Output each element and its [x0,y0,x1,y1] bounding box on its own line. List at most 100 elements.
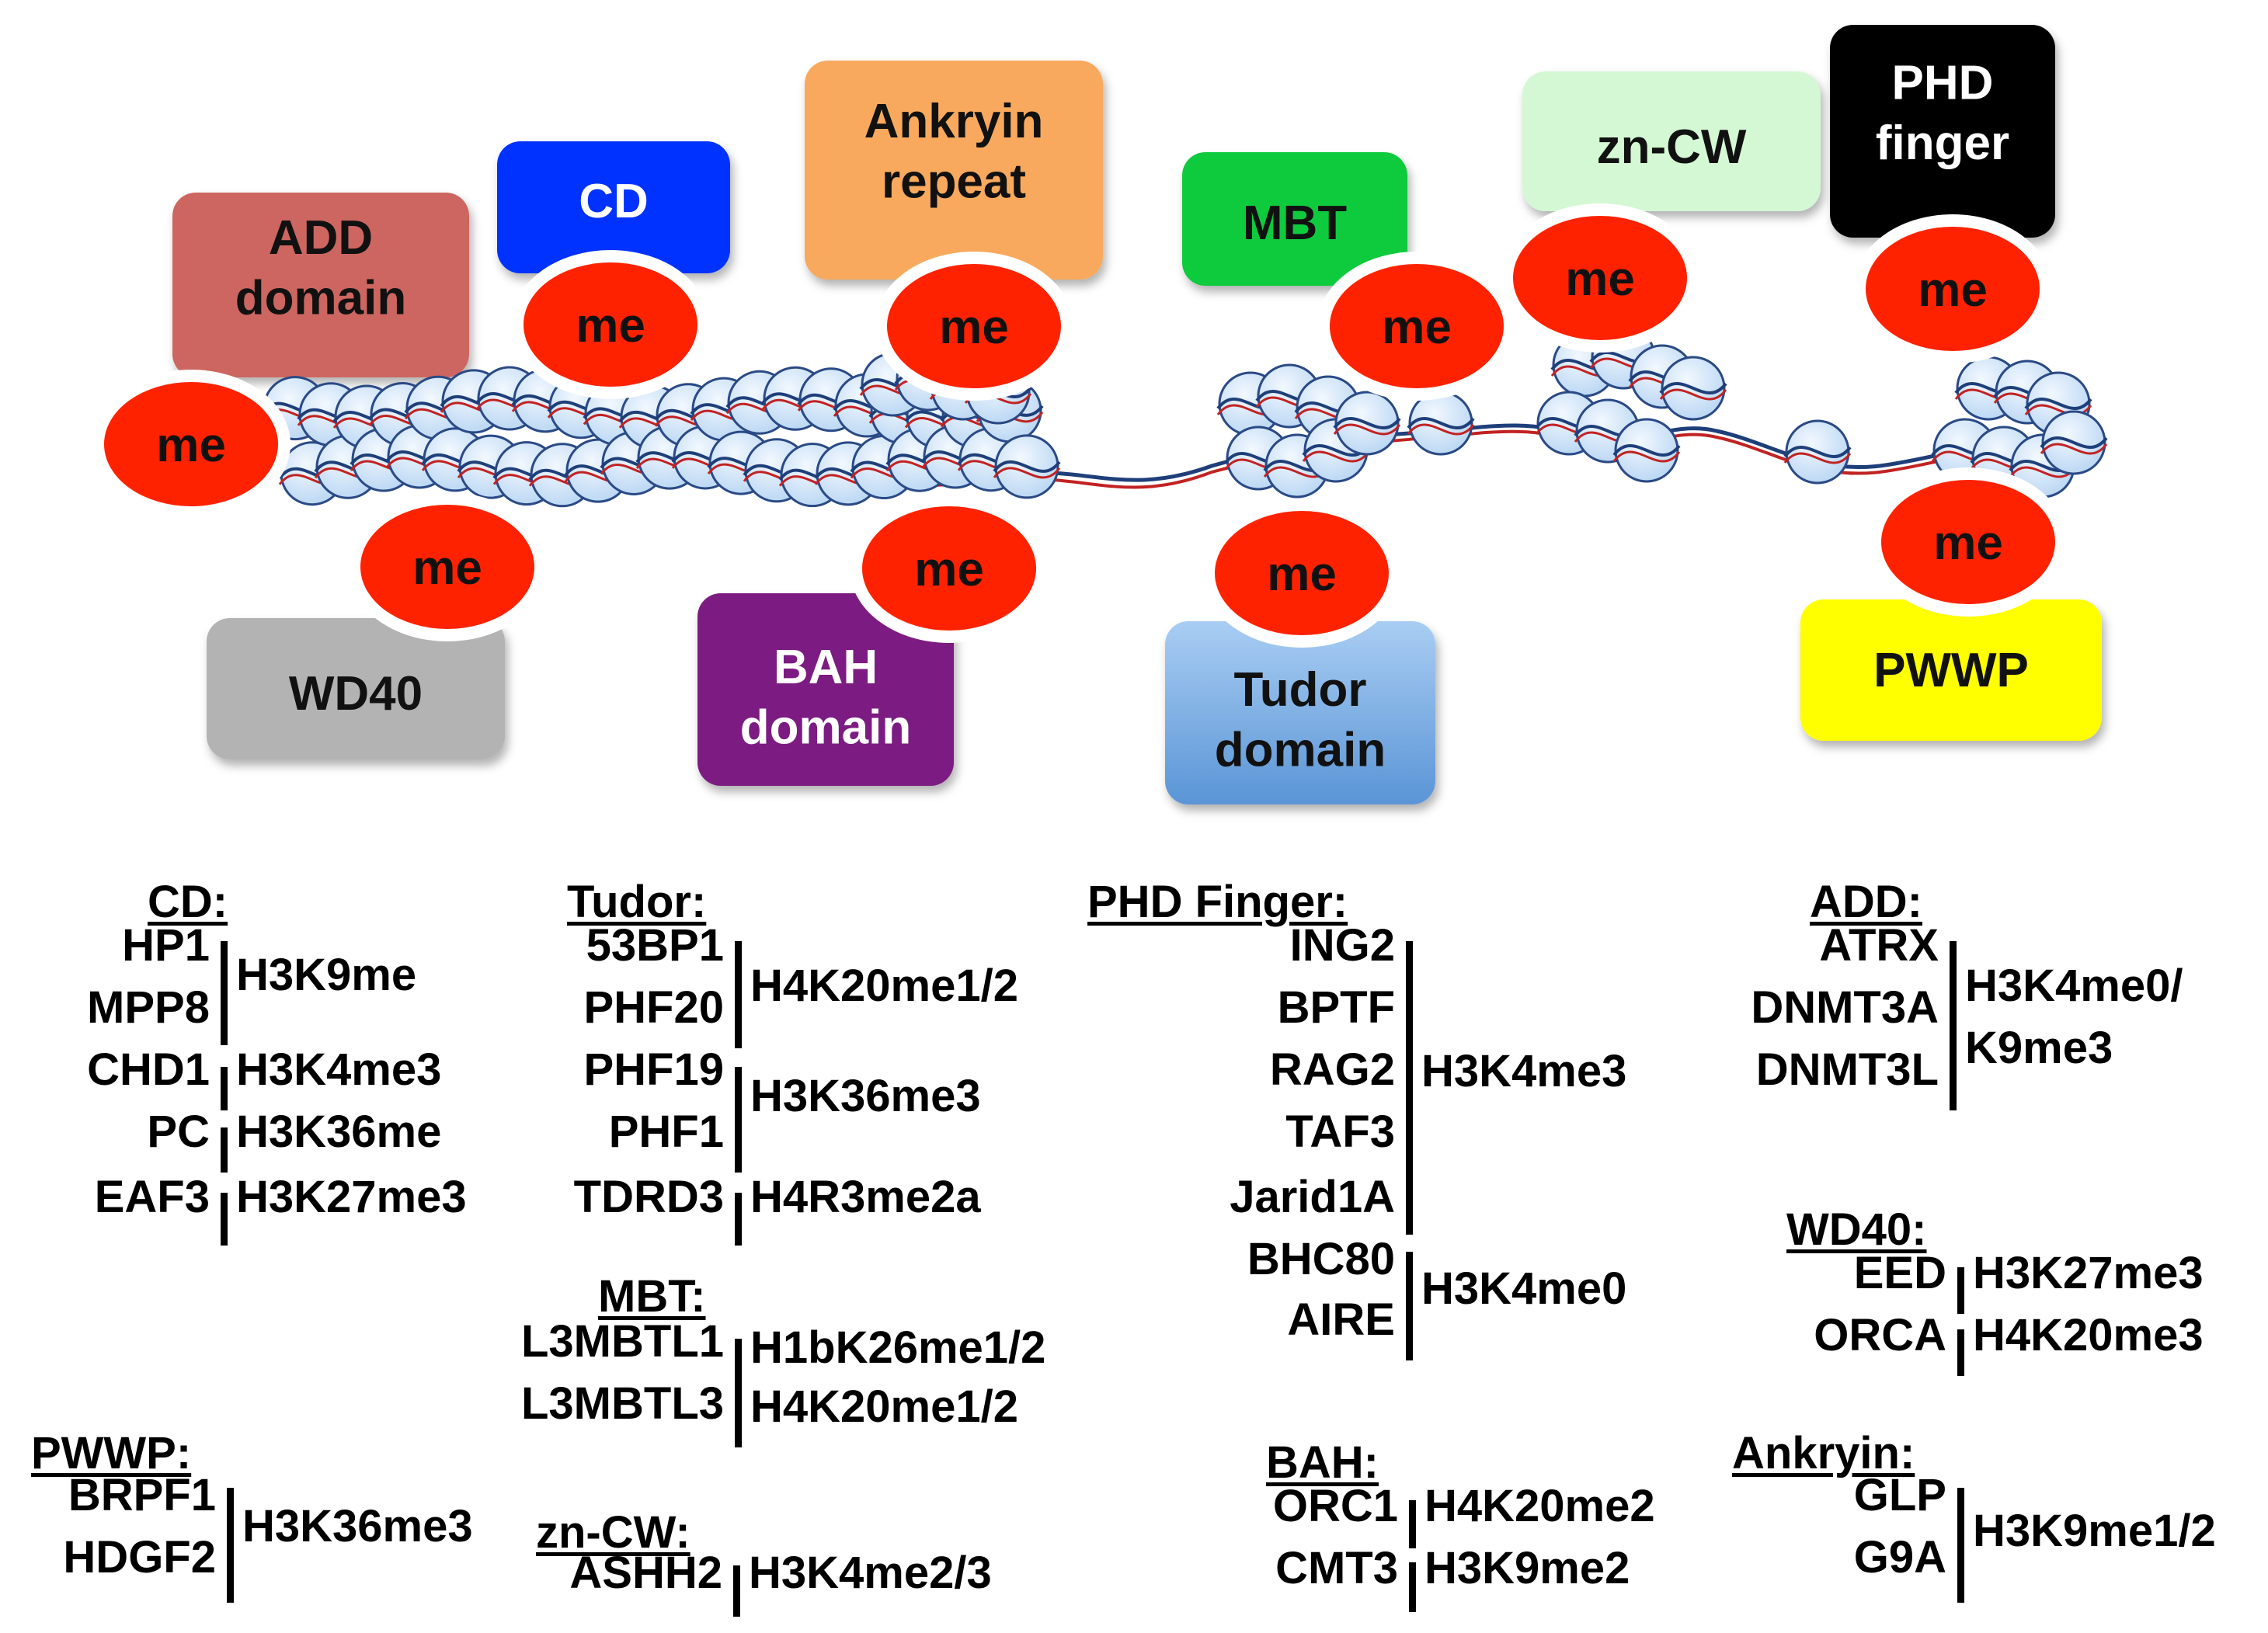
protein-label: HDGF2 [63,1532,216,1583]
mbt-domain-label: MBT [1243,196,1347,250]
histone-mark: H3K4me3 [236,1044,442,1095]
nucleosome [993,434,1061,499]
nucleosome [1407,391,1475,456]
pwwp-domain-label: PWWP [1873,644,2029,697]
cd-domain-box: CD [497,141,730,273]
grouping-bar [1409,1500,1416,1548]
protein-label: TDRD3 [573,1172,724,1222]
methyl-label: me [1918,263,1988,317]
table-title: Tudor: [567,877,707,927]
table-title: WD40: [1786,1204,1927,1255]
protein-label: PHF20 [583,982,724,1033]
histone-mark: H3K4me2/3 [749,1548,992,1598]
methyl-label: me [914,543,984,596]
grouping-bar [221,1193,228,1246]
grouping-bar [1406,1252,1413,1360]
grouping-bar [221,1067,228,1110]
histone-mark: H3K4me3 [1421,1046,1627,1096]
methyl-label: me [1267,547,1337,601]
histone-mark: H4K20me3 [1973,1310,2204,1360]
histone-mark: H3K4me0 [1421,1263,1627,1314]
pwwp-domain-box: PWWP [1800,599,2102,741]
grouping-bar [221,941,228,1045]
histone-mark: H3K4me0/ [1965,961,2183,1011]
grouping-bar [1406,941,1413,1235]
histone-mark: H4K20me1/2 [750,961,1018,1011]
grouping-bar [1409,1562,1416,1612]
protein-label: BRPF1 [68,1470,216,1520]
methyl-mark: me [850,494,1049,643]
grouping-bar [227,1488,234,1603]
methyl-label: me [576,299,645,353]
histone-mark: H1bK26me1/2 [750,1322,1046,1373]
protein-label: ORC1 [1272,1481,1398,1531]
histone-mark: H4K20me1/2 [750,1381,1018,1432]
protein-label: L3MBTL1 [521,1316,724,1367]
methyl-mark: me [875,252,1073,401]
grouping-bar [735,1193,742,1246]
protein-label: EED [1853,1248,1946,1298]
methyl-label: me [412,541,482,595]
cd-domain-label: CD [579,175,649,228]
histone-mark: H3K36me3 [242,1501,473,1551]
grouping-bar [1957,1488,1964,1603]
protein-label: L3MBTL3 [521,1378,724,1429]
zn-cw-domain-box: zn-CW [1522,71,1821,211]
methyl-mark: me [511,250,710,399]
grouping-bar [735,1067,742,1173]
protein-label: DNMT3L [1755,1044,1939,1095]
protein-label: GLP [1853,1470,1946,1520]
histone-mark: H4R3me2a [750,1172,981,1222]
methyl-mark: me [1202,499,1401,648]
grouping-bar [1950,941,1957,1110]
histone-mark: H3K27me3 [236,1172,467,1222]
methyl-mark: me [1317,252,1516,401]
protein-label: CMT3 [1275,1543,1398,1593]
grouping-bar [733,1565,740,1617]
protein-label: PHF1 [608,1107,724,1157]
zn-cw-domain-label: zn-CW [1597,120,1747,174]
protein-label: EAF3 [94,1172,210,1222]
protein-label: BPTF [1277,982,1395,1033]
wd40-domain-label: WD40 [289,667,423,721]
histone-mark: H3K27me3 [1973,1248,2204,1298]
methyl-mark: me [92,370,290,519]
methyl-mark: me [1869,467,2068,617]
table-title: PWWP: [31,1428,192,1478]
protein-label: DNMT3A [1751,982,1939,1033]
grouping-bar [221,1127,228,1173]
table-title: BAH: [1266,1437,1379,1488]
histone-mark: H3K36me [236,1107,442,1157]
histone-mark: K9me3 [1965,1023,2113,1073]
grouping-bar [735,1339,742,1447]
methyl-mark: me [348,492,547,641]
protein-label: G9A [1853,1532,1946,1583]
table-title: ADD: [1810,877,1922,927]
methyl-label: me [939,301,1009,354]
wd40-domain-box: WD40 [207,618,505,759]
histone-mark: H3K9me [236,950,417,1000]
protein-label: TAF3 [1285,1107,1395,1157]
protein-label: BHC80 [1247,1234,1395,1284]
histone-mark: H3K9me2 [1424,1543,1630,1593]
nucleosome [2040,410,2108,475]
protein-label: CHD1 [87,1044,210,1095]
grouping-bar [735,941,742,1048]
protein-label: PHF19 [583,1044,724,1095]
protein-label: ING2 [1289,920,1395,971]
methyl-label: me [156,419,226,472]
methyl-label: me [1933,516,2003,570]
mbt-domain-box: MBT [1182,152,1407,286]
methyl-label: me [1382,301,1452,354]
nucleosome [1659,356,1727,421]
